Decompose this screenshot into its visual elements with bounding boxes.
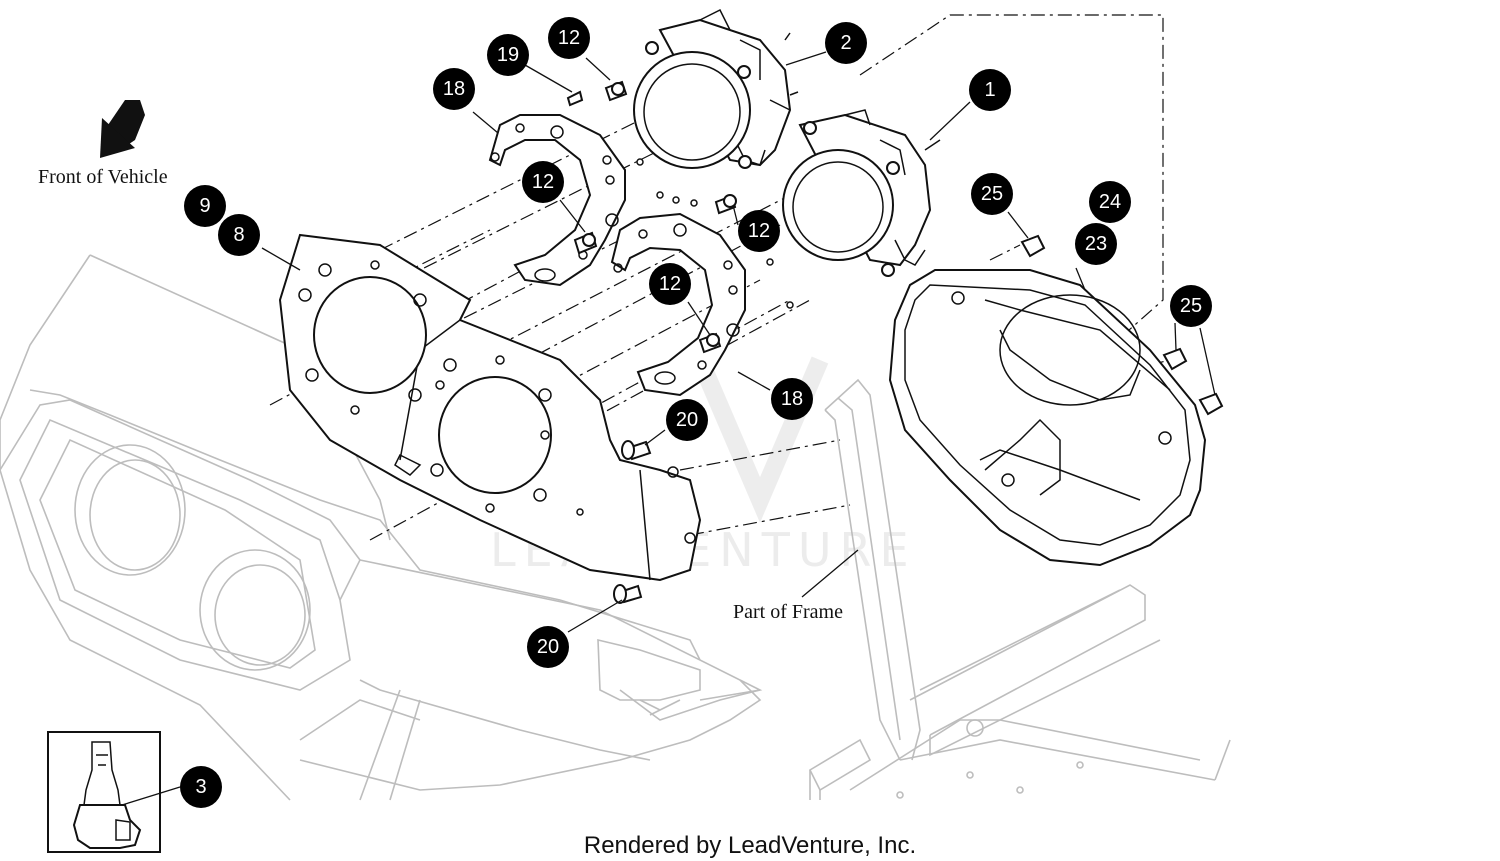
callout-number: 12 (532, 171, 554, 193)
callout-12-a: 12 (548, 17, 590, 59)
callout-18-a: 18 (433, 68, 475, 110)
callout-number: 25 (1180, 295, 1202, 317)
vehicle-frame-outline (808, 378, 1231, 800)
callout-2: 2 (825, 22, 867, 64)
callout-number: 1 (984, 79, 995, 101)
callout-number: 8 (233, 224, 244, 246)
front-of-vehicle-label: Front of Vehicle (38, 166, 168, 188)
upper-horseshoe-bracket (488, 114, 626, 287)
callout-8: 8 (218, 214, 260, 256)
callout-9: 9 (184, 185, 226, 227)
callout-number: 25 (981, 183, 1003, 205)
callout-24: 24 (1089, 181, 1131, 223)
callout-number: 9 (199, 195, 210, 217)
callout-number: 12 (748, 220, 770, 242)
fasteners (566, 80, 1224, 604)
callout-number: 2 (840, 32, 851, 54)
callout-number: 24 (1099, 191, 1121, 213)
callout-19: 19 (487, 34, 529, 76)
callout-3: 3 (180, 766, 222, 808)
leader-lines (121, 51, 1216, 806)
callout-number: 12 (659, 273, 681, 295)
callout-number: 12 (558, 27, 580, 49)
callout-12-c: 12 (738, 210, 780, 252)
front-of-vehicle-arrow-icon (100, 100, 145, 158)
callout-number: 20 (676, 409, 698, 431)
callout-12-b: 12 (522, 161, 564, 203)
callout-25-a: 25 (971, 173, 1013, 215)
headlight-housing (888, 269, 1207, 567)
callout-23: 23 (1075, 223, 1117, 265)
callout-12-d: 12 (649, 263, 691, 305)
headlight-mounting-bracket (278, 233, 702, 582)
callout-18-b: 18 (771, 378, 813, 420)
headlight-upper (633, 8, 799, 169)
lower-horseshoe-bracket (610, 212, 746, 397)
headlight-lower (782, 109, 941, 277)
callout-number: 3 (195, 776, 206, 798)
callout-number: 20 (537, 636, 559, 658)
part-of-frame-label: Part of Frame (733, 601, 843, 623)
callout-1: 1 (969, 69, 1011, 111)
bulb-inset (47, 731, 161, 853)
callout-20-a: 20 (666, 399, 708, 441)
callout-number: 23 (1085, 233, 1107, 255)
callout-20-b: 20 (527, 626, 569, 668)
callout-number: 18 (443, 78, 465, 100)
callout-number: 19 (497, 44, 519, 66)
callout-number: 18 (781, 388, 803, 410)
footer-credit: Rendered by LeadVenture, Inc. (584, 832, 916, 859)
callout-25-b: 25 (1170, 285, 1212, 327)
